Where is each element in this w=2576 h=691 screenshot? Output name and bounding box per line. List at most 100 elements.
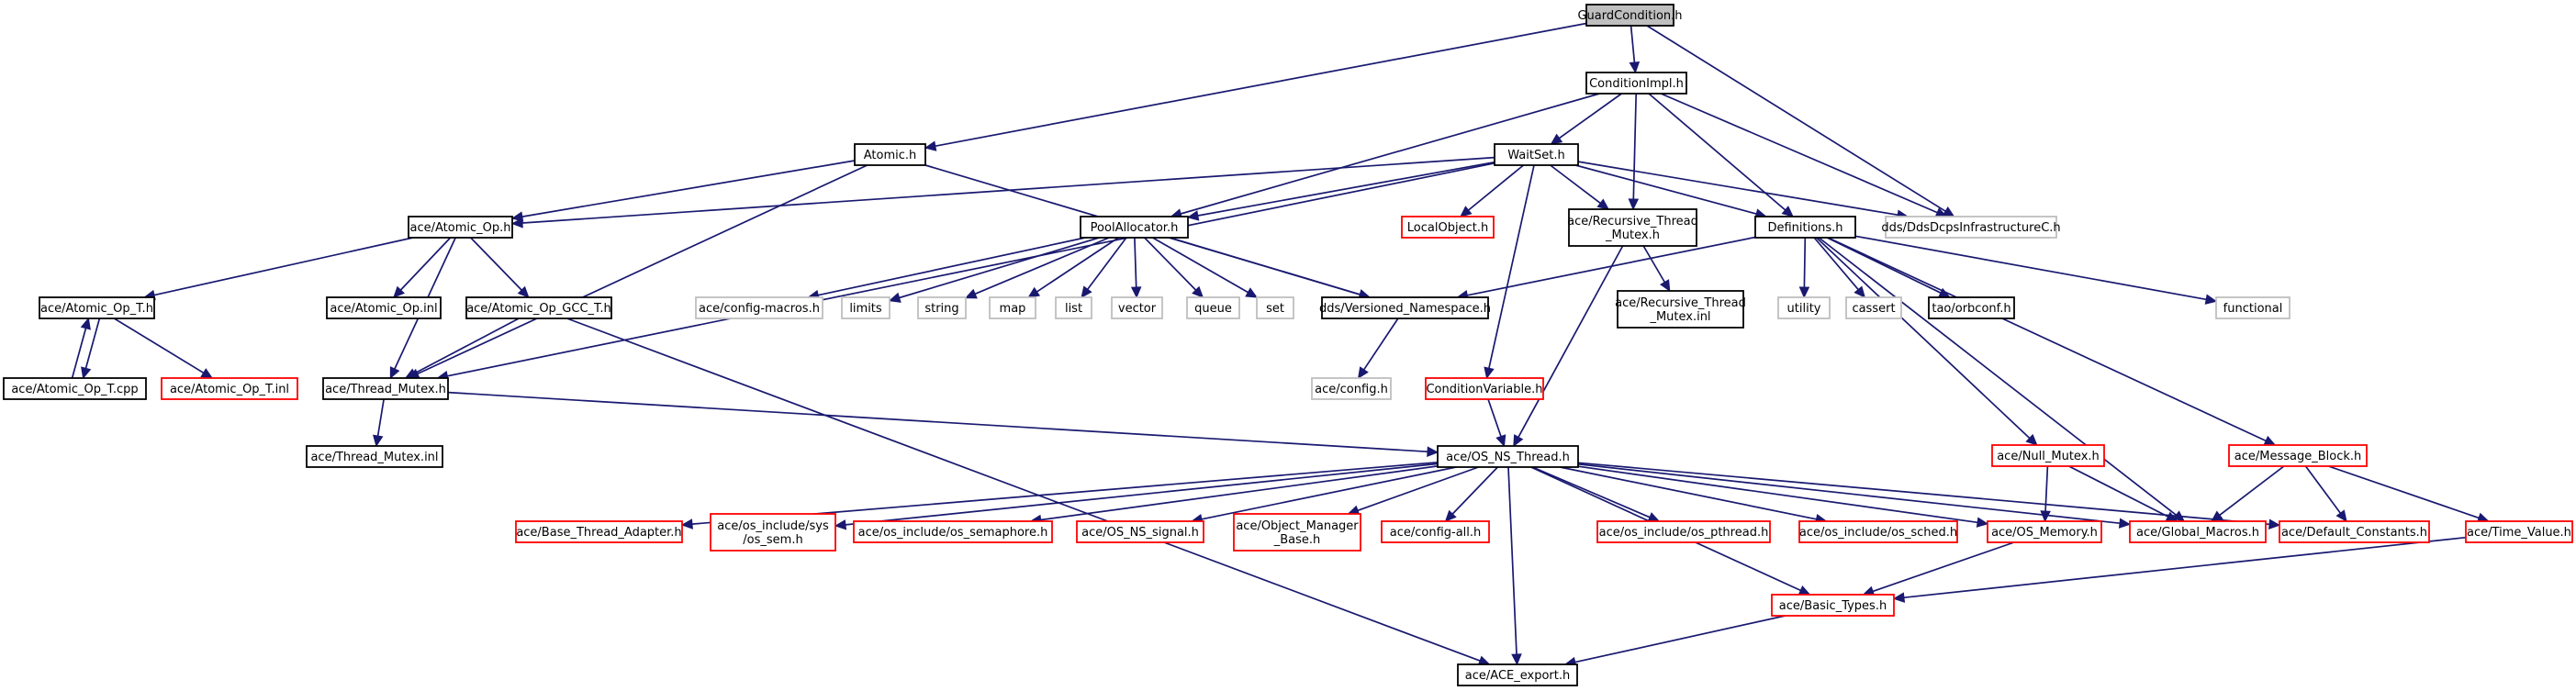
node-box[interactable] xyxy=(1771,594,1895,617)
node-box[interactable] xyxy=(853,520,1053,543)
node-box[interactable] xyxy=(2465,520,2573,543)
node-condvar[interactable]: ConditionVariable.h xyxy=(1425,377,1544,400)
node-globalmacros[interactable]: ace/Global_Macros.h xyxy=(2129,520,2267,543)
node-localobj[interactable]: LocalObject.h xyxy=(1401,216,1495,239)
node-box[interactable] xyxy=(2279,520,2430,543)
node-box[interactable] xyxy=(1425,377,1544,400)
node-functional[interactable]: functional xyxy=(2215,296,2290,319)
node-versioned[interactable]: dds/Versioned_Namespace.h xyxy=(1319,296,1491,319)
node-signal[interactable]: ace/OS_NS_signal.h xyxy=(1076,520,1204,543)
node-gcc[interactable]: ace/Atomic_Op_GCC_T.h xyxy=(465,296,612,319)
node-box[interactable] xyxy=(326,296,442,319)
node-aceconfig[interactable]: ace/config.h xyxy=(1311,377,1392,400)
node-box[interactable] xyxy=(854,143,926,166)
node-poolalloc[interactable]: PoolAllocator.h xyxy=(1080,216,1189,239)
node-box[interactable] xyxy=(1991,444,2105,467)
node-box[interactable] xyxy=(1186,296,1240,319)
node-threadmutex[interactable]: ace/Thread_Mutex.h xyxy=(322,377,449,400)
node-timevalue[interactable]: ace/Time_Value.h xyxy=(2465,520,2573,543)
node-recthread[interactable]: ace/Recursive_Thread_Mutex.h xyxy=(1567,208,1698,247)
node-box[interactable] xyxy=(695,296,823,319)
node-box[interactable] xyxy=(2129,520,2267,543)
node-recthreadinl[interactable]: ace/Recursive_Thread_Mutex.inl xyxy=(1615,290,1746,329)
node-box[interactable] xyxy=(1381,520,1490,543)
node-box[interactable] xyxy=(39,296,155,319)
node-box[interactable] xyxy=(1987,520,2102,543)
node-basethread[interactable]: ace/Base_Thread_Adapter.h xyxy=(515,520,683,543)
node-sched[interactable]: ace/os_include/os_sched.h xyxy=(1798,520,1958,543)
node-box[interactable] xyxy=(1321,296,1489,319)
node-utility[interactable]: utility xyxy=(1777,296,1831,319)
node-queue[interactable]: queue xyxy=(1186,296,1240,319)
node-atomic[interactable]: Atomic.h xyxy=(854,143,926,166)
node-box[interactable] xyxy=(515,520,683,543)
node-box[interactable] xyxy=(1568,208,1697,247)
node-box[interactable] xyxy=(1457,663,1578,686)
node-box[interactable] xyxy=(917,296,967,319)
node-ossem[interactable]: ace/os_include/sys/os_sem.h xyxy=(710,513,836,552)
node-threadmutexinl[interactable]: ace/Thread_Mutex.inl xyxy=(306,445,443,468)
node-box[interactable] xyxy=(1777,296,1831,319)
node-nullmutex[interactable]: ace/Null_Mutex.h xyxy=(1991,444,2105,467)
node-atomicopinl[interactable]: ace/Atomic_Op.inl xyxy=(326,296,442,319)
node-box[interactable] xyxy=(161,377,298,400)
node-box[interactable] xyxy=(408,216,513,239)
node-objmgr[interactable]: ace/Object_Manager_Base.h xyxy=(1233,513,1361,552)
node-waitset[interactable]: WaitSet.h xyxy=(1494,143,1579,166)
node-box[interactable] xyxy=(1055,296,1092,319)
node-string[interactable]: string xyxy=(917,296,967,319)
node-box[interactable] xyxy=(1928,296,2015,319)
node-definitions[interactable]: Definitions.h xyxy=(1754,216,1856,239)
node-box[interactable] xyxy=(1437,445,1579,468)
node-limits[interactable]: limits xyxy=(841,296,890,319)
node-box[interactable] xyxy=(1754,216,1856,239)
node-box[interactable] xyxy=(306,445,443,468)
node-box[interactable] xyxy=(1798,520,1958,543)
node-configall[interactable]: ace/config-all.h xyxy=(1381,520,1490,543)
node-box[interactable] xyxy=(1585,4,1674,27)
node-ddsinfra[interactable]: dds/DdsDcpsInfrastructureC.h xyxy=(1881,216,2061,239)
node-box[interactable] xyxy=(1617,290,1744,329)
node-guard[interactable]: GuardCondition.h xyxy=(1577,4,1683,27)
node-osns[interactable]: ace/OS_NS_Thread.h xyxy=(1437,445,1579,468)
node-box[interactable] xyxy=(1311,377,1392,400)
node-box[interactable] xyxy=(322,377,449,400)
node-box[interactable] xyxy=(1596,520,1771,543)
node-configmacros[interactable]: ace/config-macros.h xyxy=(695,296,823,319)
node-pthread[interactable]: ace/os_include/os_pthread.h xyxy=(1596,520,1771,543)
node-atomicopt[interactable]: ace/Atomic_Op_T.h xyxy=(39,296,155,319)
node-list[interactable]: list xyxy=(1055,296,1092,319)
node-box[interactable] xyxy=(1585,72,1687,95)
node-defconst[interactable]: ace/Default_Constants.h xyxy=(2279,520,2430,543)
node-box[interactable] xyxy=(2228,444,2368,467)
node-box[interactable] xyxy=(465,296,612,319)
node-box[interactable] xyxy=(1845,296,1902,319)
node-box[interactable] xyxy=(1885,216,2057,239)
node-msgblock[interactable]: ace/Message_Block.h xyxy=(2228,444,2368,467)
node-box[interactable] xyxy=(1256,296,1294,319)
node-vector[interactable]: vector xyxy=(1111,296,1163,319)
node-atomicoptinl[interactable]: ace/Atomic_Op_T.inl xyxy=(161,377,298,400)
node-set[interactable]: set xyxy=(1256,296,1294,319)
node-map[interactable]: map xyxy=(989,296,1036,319)
node-box[interactable] xyxy=(1494,143,1579,166)
node-box[interactable] xyxy=(841,296,890,319)
node-box[interactable] xyxy=(1401,216,1495,239)
node-box[interactable] xyxy=(1076,520,1204,543)
node-box[interactable] xyxy=(2215,296,2290,319)
node-box[interactable] xyxy=(1080,216,1189,239)
node-box[interactable] xyxy=(1111,296,1163,319)
node-atomicoptcpp[interactable]: ace/Atomic_Op_T.cpp xyxy=(3,377,147,400)
node-basictypes[interactable]: ace/Basic_Types.h xyxy=(1771,594,1895,617)
node-orbconf[interactable]: tao/orbconf.h xyxy=(1928,296,2015,319)
node-atomicop[interactable]: ace/Atomic_Op.h xyxy=(408,216,513,239)
node-condimpl[interactable]: ConditionImpl.h xyxy=(1585,72,1687,95)
node-semaphore[interactable]: ace/os_include/os_semaphore.h xyxy=(853,520,1053,543)
node-box[interactable] xyxy=(3,377,147,400)
node-box[interactable] xyxy=(1233,513,1361,552)
node-aceexport[interactable]: ace/ACE_export.h xyxy=(1457,663,1578,686)
node-box[interactable] xyxy=(989,296,1036,319)
node-box[interactable] xyxy=(710,513,836,552)
node-osmemory[interactable]: ace/OS_Memory.h xyxy=(1987,520,2102,543)
node-cassert[interactable]: cassert xyxy=(1845,296,1902,319)
